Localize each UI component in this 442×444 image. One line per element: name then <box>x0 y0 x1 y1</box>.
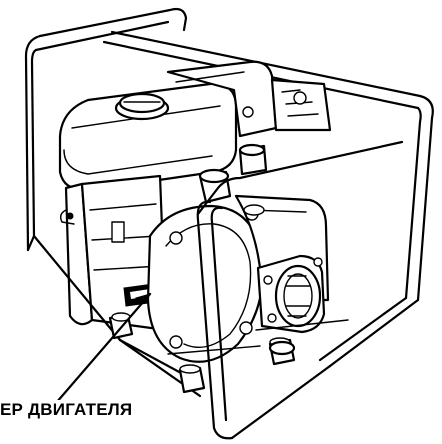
fuel-tank <box>58 82 238 192</box>
rubber-mounts <box>108 312 296 394</box>
fuel-cap <box>114 92 170 121</box>
discharge-outlet <box>256 254 326 334</box>
engine-serial-number-label: ЕР ДВИГАТЕЛЯ <box>0 400 139 420</box>
rear-frame <box>24 7 188 252</box>
priming-fitting <box>198 143 268 216</box>
drain-plug <box>268 340 296 356</box>
leader-line <box>48 292 152 412</box>
air-cleaner <box>166 60 332 138</box>
front-frame <box>196 140 420 440</box>
